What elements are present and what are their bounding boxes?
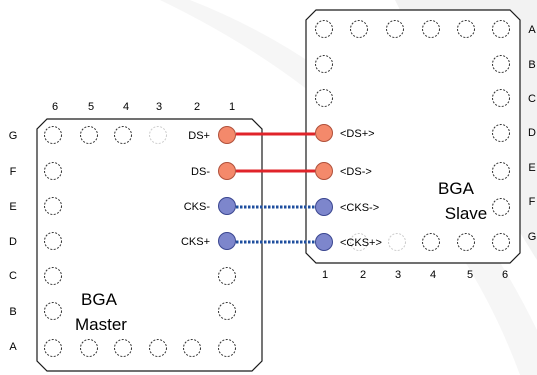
slave-ball [422, 233, 440, 251]
master-pin-cks-minus-label: CKS- [184, 201, 211, 213]
master-ball [44, 126, 62, 144]
master-ball [44, 162, 62, 180]
bga-master-package: 6 5 4 3 2 1 G F E D C B A DS+ DS- CKS- C… [9, 101, 263, 372]
master-ball-ds-minus [218, 162, 236, 180]
slave-ball [315, 89, 333, 107]
slave-ball-cks-plus [315, 233, 333, 251]
slave-col-label: 4 [430, 269, 436, 281]
slave-ball-cks-minus [315, 198, 333, 216]
master-ball-ds-plus [218, 126, 236, 144]
slave-col-label: 1 [322, 269, 328, 281]
slave-ball [315, 55, 333, 73]
master-ball [44, 339, 62, 357]
master-row-label: C [9, 270, 17, 282]
master-row-label: A [9, 341, 17, 353]
master-title-line1: BGA [81, 290, 118, 309]
master-col-label: 6 [52, 101, 58, 113]
slave-ball [386, 20, 404, 38]
slave-ball [422, 20, 440, 38]
connections [236, 132, 315, 244]
slave-col-label: 6 [502, 269, 508, 281]
slave-ball [492, 198, 510, 216]
master-ball-cks-minus [218, 197, 236, 215]
master-col-label: 4 [123, 101, 129, 113]
master-ball [44, 267, 62, 285]
slave-pin-ds-plus-label: <DS+> [340, 128, 375, 140]
master-row-label: G [9, 130, 18, 142]
master-row-label: B [9, 306, 16, 318]
slave-col-label: 3 [395, 269, 401, 281]
bga-slave-package: A B C D E F G 1 2 3 4 5 6 <DS+> <DS-> [305, 9, 537, 281]
master-col-label: 3 [156, 101, 162, 113]
master-ball [114, 126, 132, 144]
slave-pin-ds-minus-label: <DS-> [340, 166, 372, 178]
master-row-label: D [9, 236, 17, 248]
master-ball [114, 339, 132, 357]
master-ball [218, 302, 236, 320]
slave-ball [350, 20, 368, 38]
master-ball [183, 339, 201, 357]
slave-ball [492, 124, 510, 142]
slave-row-label: G [528, 231, 537, 243]
slave-outline [305, 9, 521, 264]
master-pin-cks-plus-label: CKS+ [181, 236, 210, 248]
slave-ball-ds-minus [315, 162, 333, 180]
master-col-label: 5 [88, 101, 94, 113]
slave-col-label: 5 [467, 269, 473, 281]
master-col-label: 1 [229, 101, 235, 113]
master-ball [44, 232, 62, 250]
slave-ball-ds-plus [315, 124, 333, 142]
master-ball [218, 267, 236, 285]
slave-row-label: D [528, 127, 536, 139]
slave-ball [492, 162, 510, 180]
slave-col-label: 2 [360, 269, 366, 281]
master-pin-ds-minus-label: DS- [191, 166, 210, 178]
master-row-label: E [9, 201, 16, 213]
master-row-label: F [10, 166, 17, 178]
master-ball [80, 339, 98, 357]
master-ball [149, 126, 167, 144]
master-pin-ds-plus-label: DS+ [188, 130, 210, 142]
slave-ball [388, 233, 406, 251]
slave-ball [350, 233, 368, 251]
slave-ball [492, 20, 510, 38]
slave-pin-cks-minus-label: <CKS-> [340, 202, 379, 214]
slave-ball [315, 20, 333, 38]
slave-row-label: B [528, 59, 535, 71]
slave-row-label: C [528, 93, 536, 105]
master-ball [218, 339, 236, 357]
slave-row-label: A [528, 24, 536, 36]
master-ball [80, 126, 98, 144]
slave-ball [492, 55, 510, 73]
slave-ball [457, 233, 475, 251]
slave-ball [492, 89, 510, 107]
master-ball [44, 197, 62, 215]
master-col-label: 2 [194, 101, 200, 113]
slave-ball [457, 20, 475, 38]
slave-row-label: E [528, 162, 535, 174]
master-title-line2: Master [75, 315, 127, 334]
slave-title-line2: Slave [445, 204, 488, 223]
master-ball [149, 339, 167, 357]
master-ball-cks-plus [218, 232, 236, 250]
master-outline [36, 118, 263, 372]
master-ball [44, 302, 62, 320]
slave-pin-cks-plus-label: <CKS+> [340, 237, 382, 249]
slave-row-label: F [529, 196, 536, 208]
slave-ball [492, 233, 510, 251]
slave-title-line1: BGA [438, 179, 475, 198]
